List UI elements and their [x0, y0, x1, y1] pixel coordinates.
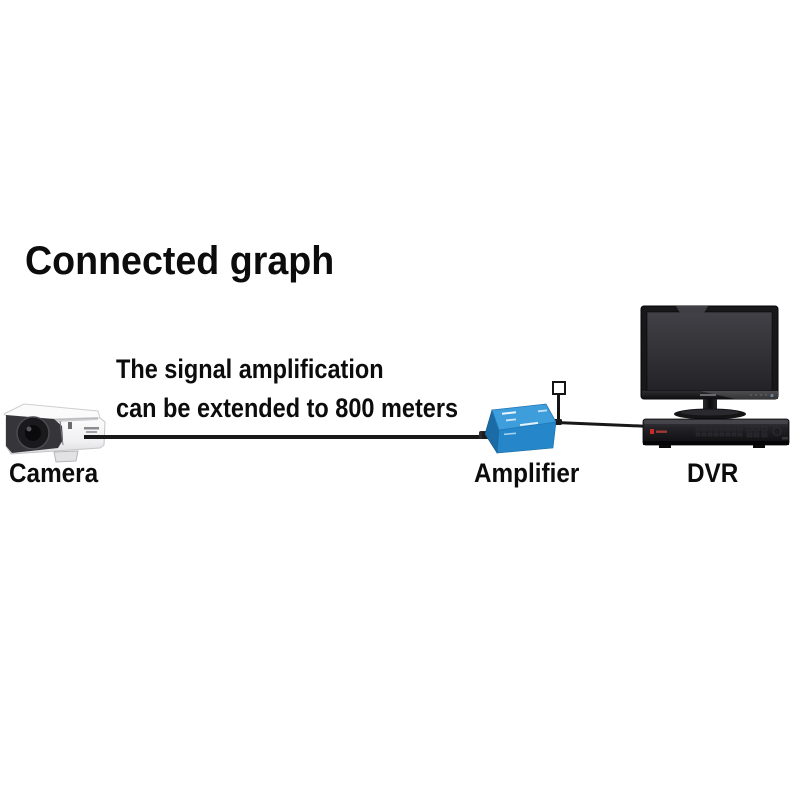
antenna-icon — [552, 381, 566, 395]
cable-camera-to-amplifier — [84, 435, 482, 439]
camera-icon — [3, 403, 106, 463]
page-title: Connected graph — [25, 239, 335, 283]
amplifier-icon — [482, 403, 562, 454]
antenna-stem — [557, 395, 560, 419]
annotation-text: The signal amplification can be extended… — [116, 350, 458, 428]
annotation-line-1: The signal amplification — [116, 354, 384, 384]
dvr-label: DVR — [687, 458, 739, 488]
amplifier-label: Amplifier — [474, 458, 580, 488]
camera-label: Camera — [9, 458, 99, 488]
dvr-icon — [642, 418, 790, 448]
annotation-line-2: can be extended to 800 meters — [116, 393, 459, 423]
monitor-icon — [640, 305, 779, 420]
